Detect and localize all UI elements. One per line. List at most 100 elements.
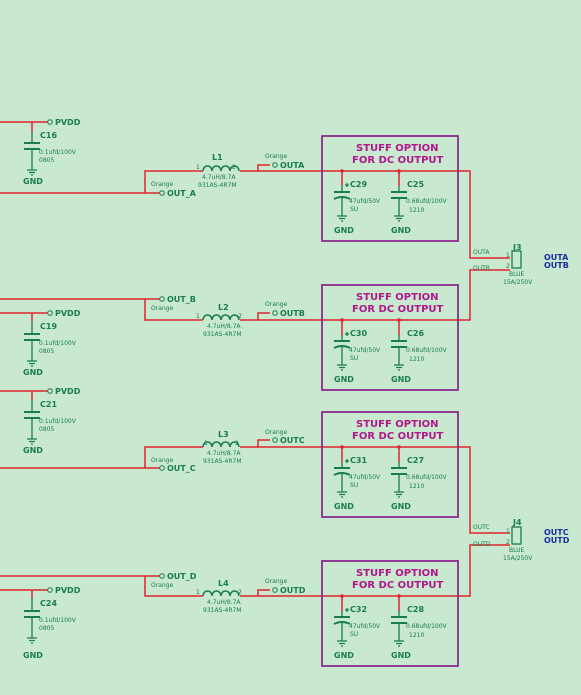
pin-1: 1 xyxy=(204,440,208,447)
pvdd-connector-icon xyxy=(47,119,53,125)
test-point-icon xyxy=(272,310,278,316)
test-point-out-c: Orange OUT_C xyxy=(151,457,196,473)
tp-label: OUTC xyxy=(280,436,305,445)
test-point-icon xyxy=(159,573,165,579)
cap-value: 0.68ufd/100V xyxy=(406,474,448,481)
gnd-label: GND xyxy=(23,651,43,660)
cap-ref: C29 xyxy=(350,180,367,189)
tp-color: Orange xyxy=(265,153,287,160)
pvdd-label: PVDD xyxy=(55,586,81,595)
cap-value: 0.68ufd/100V xyxy=(406,198,448,205)
cap-ref: C24 xyxy=(40,599,57,608)
cap-ref: C31 xyxy=(350,456,367,465)
inductor-ref: L2 xyxy=(218,303,229,312)
stuff-option-subtitle: FOR DC OUTPUT xyxy=(352,155,444,166)
gnd-label: GND xyxy=(334,651,354,660)
tp-label: OUTA xyxy=(280,161,305,170)
gnd-label: GND xyxy=(391,651,411,660)
stuff-option-frame xyxy=(321,411,459,518)
tp-label: OUTD xyxy=(280,586,306,595)
net-label: OUTC xyxy=(473,524,490,531)
pin-2: 2 xyxy=(238,313,242,320)
test-point-out-a: Orange OUT_A xyxy=(151,181,197,198)
stuff-option-subtitle: FOR DC OUTPUT xyxy=(352,304,444,315)
cap-package: 0805 xyxy=(39,625,54,632)
tp-label: OUT_A xyxy=(167,189,197,198)
test-point-out-b: OUT_B Orange xyxy=(151,295,196,312)
test-point-icon xyxy=(272,437,278,443)
gnd-label: GND xyxy=(334,226,354,235)
cap-package: 0805 xyxy=(39,348,54,355)
test-point-outb: Orange OUTB xyxy=(265,301,305,318)
tp-label: OUT_B xyxy=(167,295,196,304)
decoupling-cap-c19: PVDD C19 0.1ufd/100V 0805 GND xyxy=(23,309,81,377)
connector-label: OUTD xyxy=(544,536,570,545)
connector-label: OUTC xyxy=(544,528,569,537)
cap-package: 1210 xyxy=(409,483,424,490)
gnd-label: GND xyxy=(391,502,411,511)
tp-color: Orange xyxy=(151,305,173,312)
connector-rating: 15A/250V xyxy=(503,279,533,286)
gnd-label: GND xyxy=(23,368,43,377)
cap-package: SU xyxy=(350,482,358,489)
stuff-option-frame xyxy=(321,560,459,667)
tp-label: OUTB xyxy=(280,309,305,318)
decoupling-cap-c16: PVDD C16 0.1ufd/100V 0805 GND xyxy=(23,118,81,186)
cap-package: 1210 xyxy=(409,632,424,639)
test-point-icon xyxy=(159,465,165,471)
tp-color: Orange xyxy=(265,301,287,308)
inductor-coil-icon xyxy=(202,165,240,172)
pin-1: 1 xyxy=(196,164,200,171)
cap-ref: C26 xyxy=(407,329,424,338)
stuff-option-subtitle: FOR DC OUTPUT xyxy=(352,431,444,442)
test-point-out-d: OUT_D Orange xyxy=(151,572,197,589)
test-point-icon xyxy=(272,162,278,168)
gnd-label: GND xyxy=(334,375,354,384)
stuff-option-frame xyxy=(321,135,459,242)
cap-package: 0805 xyxy=(39,426,54,433)
test-point-icon xyxy=(272,587,278,593)
gnd-label: GND xyxy=(334,502,354,511)
cap-value: 47ufd/50V xyxy=(349,474,381,481)
pin-2: 2 xyxy=(506,539,510,546)
tp-color: Orange xyxy=(265,429,287,436)
inductor-coil-icon xyxy=(202,590,240,597)
net-label: OUTD xyxy=(473,541,491,548)
inductor-part: 931AS-4R7M xyxy=(203,331,242,338)
pvdd-label: PVDD xyxy=(55,118,81,127)
inductor-coil-icon xyxy=(202,441,240,448)
pin-2: 2 xyxy=(238,589,242,596)
cap-package: SU xyxy=(350,206,358,213)
cap-ref: C25 xyxy=(407,180,424,189)
test-point-icon xyxy=(159,190,165,196)
stuff-option-title: STUFF OPTION xyxy=(356,292,439,303)
inductor-l3: L3 1 2 4.7uH/8.7A 931AS-4R7M xyxy=(202,430,242,465)
inductor-l2: L2 1 2 4.7uH/8.7A 931AS-4R7M xyxy=(196,303,242,338)
pin-1: 1 xyxy=(506,252,510,259)
stuff-option-box-c: STUFF OPTION FOR DC OUTPUT C31 47ufd/50V… xyxy=(321,411,459,518)
tp-color: Orange xyxy=(151,181,173,188)
net-label: OUTB xyxy=(473,265,490,272)
cap-value: 0.1ufd/100V xyxy=(39,617,77,624)
stuff-option-subtitle: FOR DC OUTPUT xyxy=(352,580,444,591)
gnd-label: GND xyxy=(23,177,43,186)
connector-color: BLUE xyxy=(509,547,525,554)
decoupling-cap-c24: PVDD C24 0.1ufd/100V 0805 GND xyxy=(23,586,81,660)
pin-1: 1 xyxy=(506,528,510,535)
gnd-label: GND xyxy=(23,446,43,455)
inductor-ref: L4 xyxy=(218,579,229,588)
inductor-coil-icon xyxy=(202,314,240,321)
connector-label: OUTB xyxy=(544,261,569,270)
inductor-value: 4.7uH/8.7A xyxy=(202,174,236,181)
inductor-value: 4.7uH/8.7A xyxy=(207,323,241,330)
gnd-label: GND xyxy=(391,375,411,384)
pvdd-label: PVDD xyxy=(55,309,81,318)
cap-package: 1210 xyxy=(409,356,424,363)
tp-color: Orange xyxy=(151,582,173,589)
pin-2: 2 xyxy=(232,164,236,171)
cap-package: 1210 xyxy=(409,207,424,214)
cap-ref: C27 xyxy=(407,456,424,465)
terminal-block-icon xyxy=(511,250,522,269)
gnd-label: GND xyxy=(391,226,411,235)
cap-ref: C28 xyxy=(407,605,424,614)
